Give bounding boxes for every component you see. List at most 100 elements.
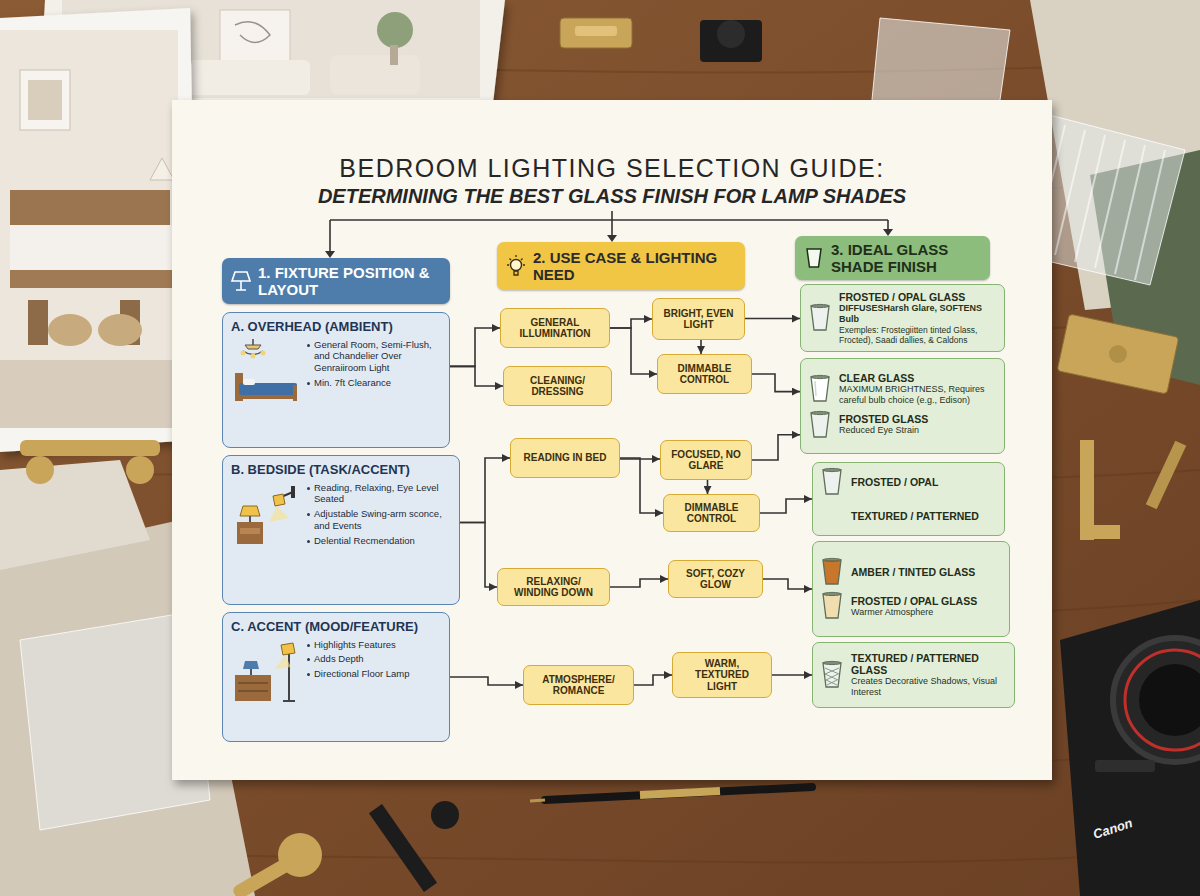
finish-note: Exemples: Frostegiitten tinted Glass, Fr…	[839, 325, 998, 345]
polygon-shape	[883, 229, 893, 236]
circle-shape	[1113, 638, 1200, 762]
column-header: 3. IDEAL GLASS SHADE FINISH	[795, 236, 990, 280]
diagram-title: BEDROOM LIGHTING SELECTION GUIDE:	[172, 154, 1052, 183]
icon	[819, 660, 845, 690]
path-shape	[275, 655, 291, 669]
path-shape	[1135, 150, 1165, 280]
flow-arrow	[610, 328, 657, 374]
glass-icon	[807, 303, 833, 333]
flow-arrow	[700, 340, 702, 354]
icon	[819, 591, 845, 621]
flow-arrow	[460, 458, 510, 523]
ellipse-shape	[823, 558, 841, 561]
rect-shape	[369, 804, 437, 892]
rect-shape	[28, 300, 48, 345]
use-case-box: SOFT, COZY GLOW	[668, 560, 763, 598]
polygon-shape	[0, 8, 198, 452]
finish-name: AMBER / TINTED GLASS	[851, 566, 1003, 578]
fixture-row: Reading, Relaxing, Eye Level SeatedAdjus…	[231, 482, 451, 550]
use-case-box: FOCUSED, NO GLARE	[660, 440, 752, 480]
glass-finish-box: AMBER / TINTED GLASSFROSTED / OPAL GLASS…	[812, 541, 1010, 637]
icon	[819, 557, 845, 587]
rect-shape	[250, 669, 252, 675]
icon	[231, 482, 301, 546]
use-case-box: GENERAL ILLUMINATION	[500, 308, 610, 348]
use-case-box: READING IN BED	[510, 438, 620, 478]
icon	[230, 269, 252, 293]
finish-text-group: TEXTURED / PATTERNED	[851, 510, 998, 522]
rect-shape	[0, 360, 178, 428]
brass-hardware	[20, 18, 1186, 896]
fixture-heading: A. OVERHEAD (AMBIENT)	[231, 319, 441, 335]
subtitle: DETERMINING THE BEST GLASS FINISH FOR LA…	[172, 184, 1052, 208]
bullet-text: Reading, Relaxing, Eye Level Seated	[314, 482, 451, 506]
bullet-text: Adds Depth	[314, 653, 364, 665]
use-case-text-group: CLEANING/ DRESSING	[510, 375, 605, 398]
path-shape	[825, 668, 839, 685]
circle-shape	[1139, 664, 1200, 736]
use-case-text-group: GENERAL ILLUMINATION	[507, 317, 603, 340]
bullet-item: Adds Depth	[307, 653, 441, 665]
rect-shape	[237, 522, 263, 544]
glass-finish-box: CLEAR GLASSMAXIMUM BRIGHTNESS, Requires …	[800, 358, 1005, 454]
finish-row: AMBER / TINTED GLASS	[819, 557, 1003, 587]
path-shape	[887, 220, 889, 230]
use-case-text: BRIGHT, EVEN LIGHT	[659, 308, 738, 331]
bullet-text: Delential Recmendation	[314, 535, 415, 547]
rect-shape	[390, 45, 398, 65]
path-shape	[329, 220, 331, 252]
bullet-list: General Room, Semi-Flush, and Chandelier…	[307, 339, 441, 403]
bullet-text: Min. 7ft Clearance	[314, 377, 391, 389]
glass-finish-box: FROSTED / OPAL GLASSDIFFUSESHarsh Glare,…	[800, 284, 1005, 352]
fixture-heading: C. ACCENT (MOOD/FEATURE)	[231, 619, 441, 635]
bullet-dot	[307, 382, 310, 385]
flow-arrow	[610, 319, 652, 328]
use-case-text-group: READING IN BED	[524, 452, 607, 464]
flow-arrow	[752, 374, 800, 392]
rect-shape	[235, 675, 271, 701]
glass-finish-box: TEXTURED / PATTERNED GLASSCreates Decora…	[812, 642, 1015, 708]
glass-icon	[819, 501, 845, 531]
finish-note: Reduced Eye Strain	[839, 425, 998, 436]
finish-row: TEXTURED / PATTERNED GLASSCreates Decora…	[819, 652, 1008, 698]
fixture-box: A. OVERHEAD (AMBIENT) General Room, Semi-…	[222, 312, 450, 448]
header-text: 1. FIXTURE POSITION & LAYOUT	[258, 264, 442, 299]
use-case-text-group: BRIGHT, EVEN LIGHT	[659, 308, 738, 331]
finish-note: DIFFUSESHarsh Glare, SOFTENS Bulb	[839, 303, 998, 325]
rect-shape	[700, 20, 762, 62]
rect-shape	[240, 528, 260, 534]
use-case-text: WARM, TEXTURED LIGHT	[679, 658, 765, 693]
circle-shape	[377, 12, 413, 48]
path-shape	[530, 800, 545, 801]
bullet-dot	[307, 658, 310, 661]
rect-shape	[239, 395, 297, 399]
path-shape	[236, 281, 246, 290]
bullet-text: Highlights Features	[314, 639, 396, 651]
finish-text-group: FROSTED / OPAL GLASSDIFFUSESHarsh Glare,…	[839, 291, 998, 345]
bullet-dot	[307, 673, 310, 676]
use-case-text: RELAXING/ WINDING DOWN	[504, 576, 603, 599]
ellipse-shape	[811, 375, 829, 378]
ellipse-shape	[48, 314, 92, 346]
use-case-box: RELAXING/ WINDING DOWN	[497, 568, 610, 606]
rect-shape	[560, 18, 632, 48]
path-shape	[269, 506, 289, 522]
use-case-text: READING IN BED	[524, 452, 607, 464]
ellipse-shape	[811, 304, 829, 307]
circle-shape	[126, 456, 154, 484]
path-shape	[240, 506, 260, 516]
flow-arrow	[450, 366, 503, 386]
flow-arrow	[450, 677, 523, 685]
circle-shape	[26, 456, 54, 484]
ellipse-shape	[823, 592, 841, 595]
camera-brand: Canon	[1091, 809, 1153, 842]
bullet-text: Directional Floor Lamp	[314, 668, 410, 680]
circle-shape	[1125, 650, 1200, 750]
flow-arrow	[772, 674, 812, 676]
use-case-text-group: FOCUSED, NO GLARE	[667, 449, 745, 472]
bullet-list: Reading, Relaxing, Eye Level SeatedAdjus…	[307, 482, 451, 550]
flow-arrow	[620, 458, 663, 513]
rect-shape	[10, 190, 170, 230]
rect-shape	[20, 70, 70, 130]
